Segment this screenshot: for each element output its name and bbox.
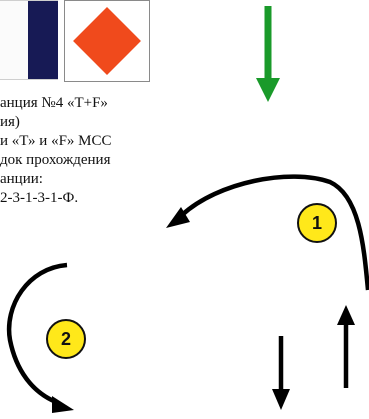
flag-f-red-diamond bbox=[73, 7, 141, 75]
flag-t-white-stripe bbox=[0, 1, 28, 79]
caption-line-6: 2-3-1-3-1-Ф. bbox=[0, 190, 79, 206]
flag-t-blue-stripe bbox=[28, 1, 58, 79]
flag-t bbox=[0, 0, 58, 80]
caption-line-5: анции: bbox=[0, 171, 43, 187]
black-arrow-up-icon bbox=[337, 305, 355, 388]
caption-line-3: и «Т» и «F» МСС bbox=[0, 133, 112, 149]
step-badge-2-label: 2 bbox=[60, 328, 71, 349]
caption-line-4: док прохождения bbox=[0, 152, 111, 168]
station-caption: анция №4 «Т+F» ия) и «Т» и «F» МСС док п… bbox=[0, 94, 200, 208]
caption-line-1: анция №4 «Т+F» bbox=[0, 95, 108, 111]
caption-line-2: ия) bbox=[0, 114, 20, 130]
black-arrow-down-icon bbox=[272, 336, 290, 410]
step-badge-2: 2 bbox=[46, 319, 86, 359]
flag-f bbox=[64, 0, 150, 82]
green-arrow-down-icon bbox=[256, 6, 280, 102]
step-badge-1-label: 1 bbox=[311, 212, 322, 233]
step-badge-1: 1 bbox=[297, 203, 337, 243]
